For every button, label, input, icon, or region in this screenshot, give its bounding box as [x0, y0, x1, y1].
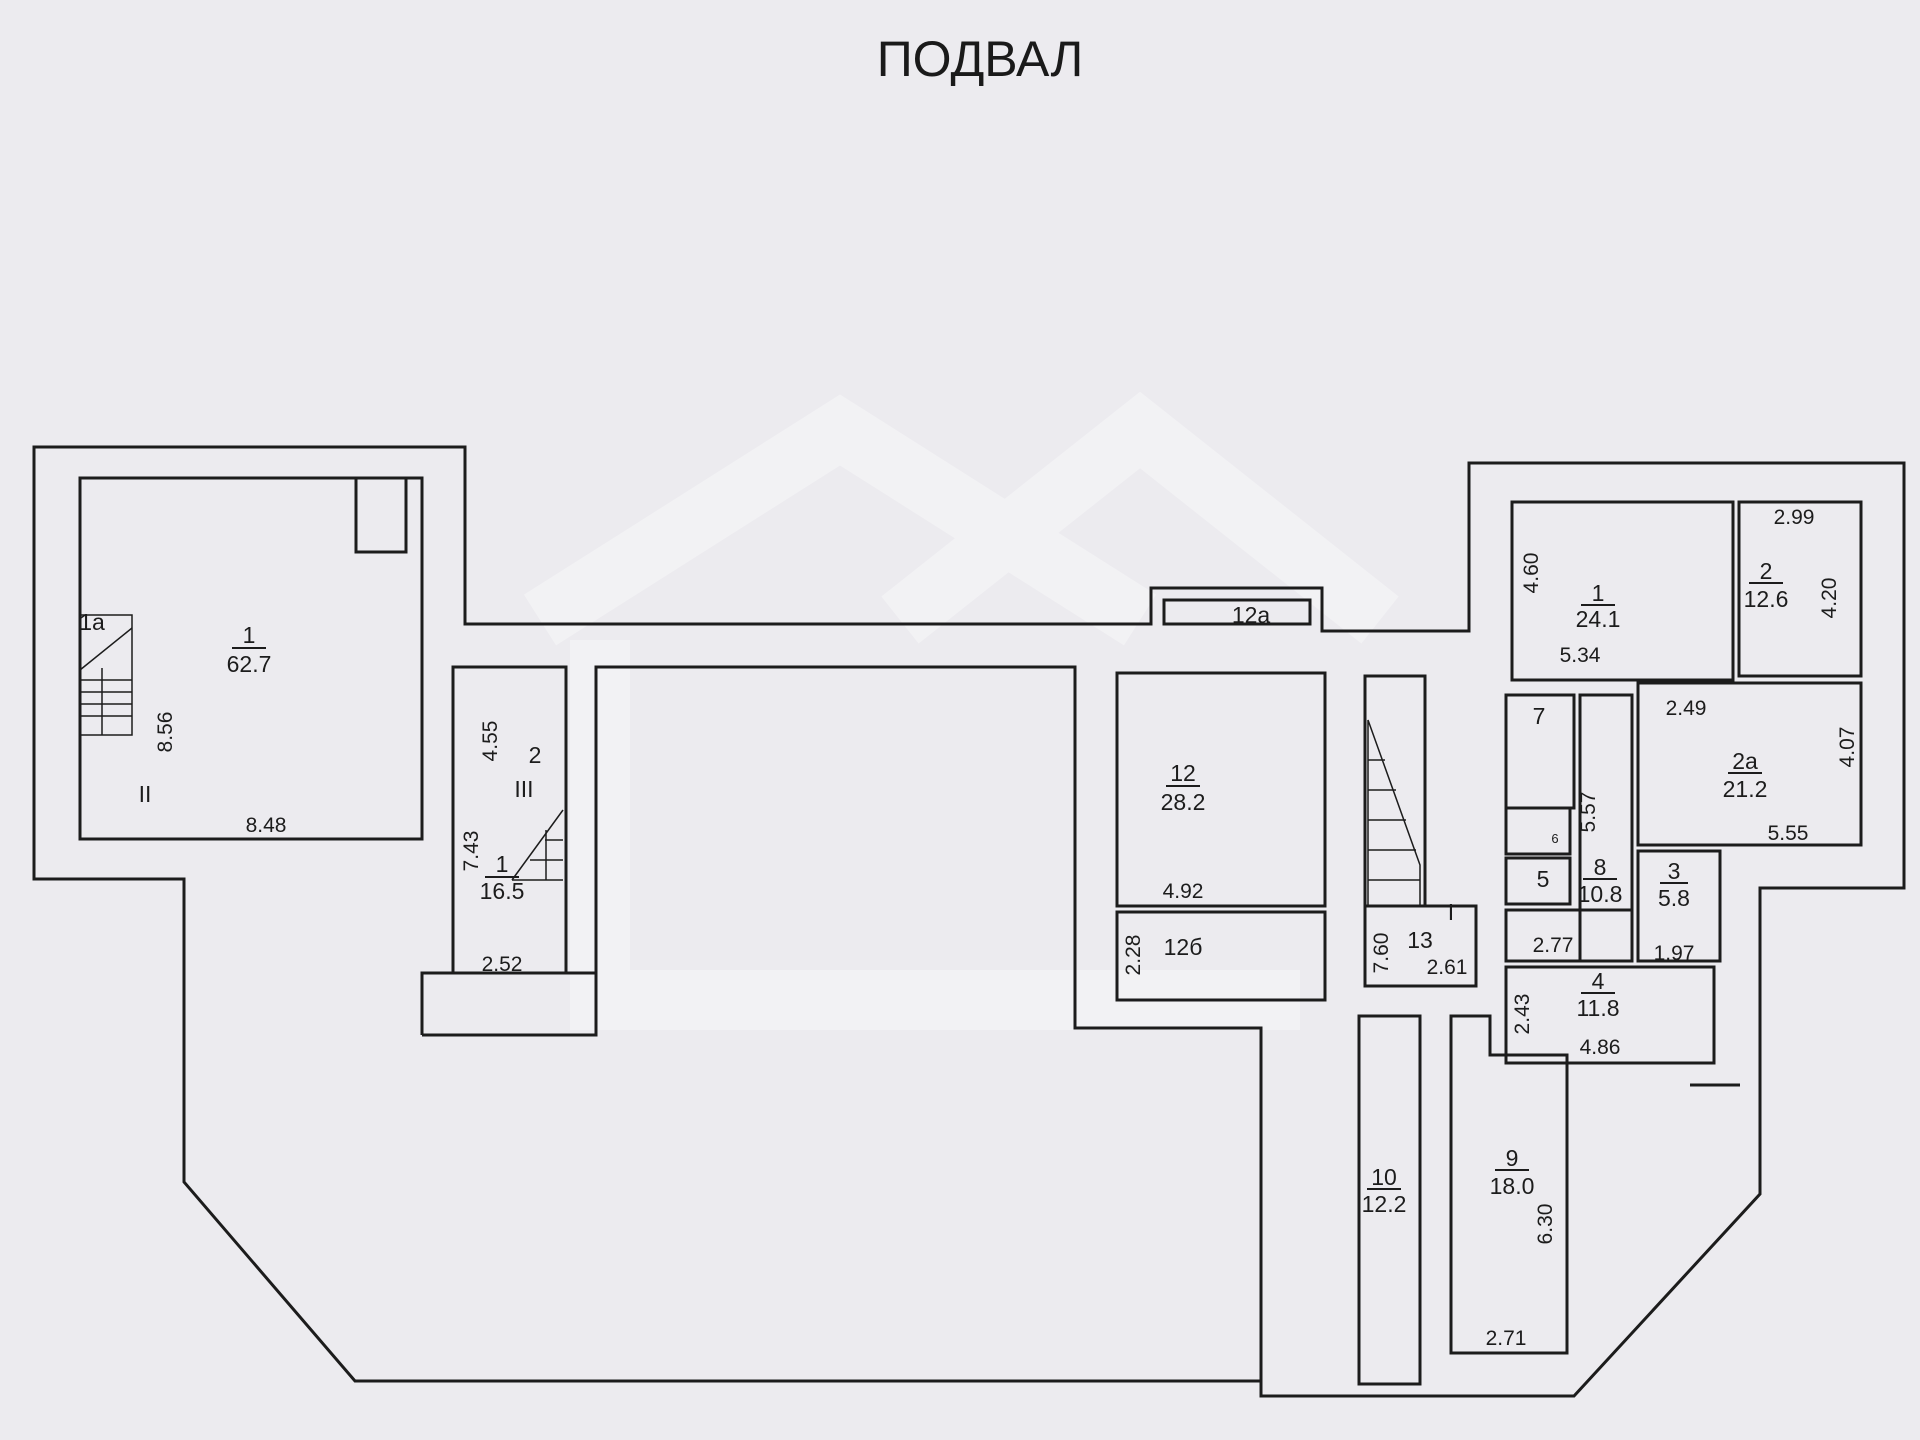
dimension: 2.77 [1533, 934, 1574, 957]
room-12b-label: 12б [1164, 934, 1203, 960]
room-7-label: 7 [1533, 703, 1546, 729]
room-1-right-area: 24.1 [1576, 606, 1621, 632]
room-2a-number: 2а [1732, 748, 1758, 774]
room-5-label: 5 [1537, 866, 1550, 892]
room-1-area: 62.7 [227, 651, 272, 677]
dimension: 5.34 [1560, 644, 1601, 667]
dimension: 8.48 [246, 814, 287, 837]
stair-mark-I: I [1448, 899, 1454, 925]
room-8-area: 10.8 [1578, 881, 1623, 907]
dimension: 4.60 [1520, 553, 1543, 594]
room-2a-area: 21.2 [1723, 776, 1768, 802]
room-12-area: 28.2 [1161, 789, 1206, 815]
plan-title: ПОДВАЛ [877, 31, 1084, 87]
room-2-stair-label: 2 [529, 742, 542, 768]
room-1-right-number: 1 [1592, 580, 1605, 606]
room-1-stair-area: 16.5 [480, 878, 525, 904]
dimension: 2.99 [1774, 506, 1815, 529]
dimension: 2.71 [1486, 1327, 1527, 1350]
stair-mark-III: III [514, 776, 533, 802]
dimension: 4.55 [479, 721, 502, 762]
dimension: 7.60 [1370, 933, 1393, 974]
room-3-number: 3 [1668, 858, 1681, 884]
room-13-label: 13 [1407, 927, 1433, 953]
room-3-area: 5.8 [1658, 885, 1690, 911]
dimension: 4.86 [1580, 1036, 1621, 1059]
room-2-right-area: 12.6 [1744, 586, 1789, 612]
dimension: 8.56 [154, 712, 177, 753]
room-12a-label: 12а [1232, 602, 1271, 628]
dimension: 1.97 [1654, 942, 1695, 965]
dimension: 4.20 [1818, 578, 1841, 619]
staircase-2 [511, 809, 564, 881]
room-10-number: 10 [1371, 1164, 1397, 1190]
room-1a-label: 1а [79, 609, 105, 635]
dimension: 2.43 [1511, 994, 1534, 1035]
staircase-13 [1367, 719, 1421, 907]
watermark-house-logo [523, 391, 1399, 1030]
staircase-1a [79, 614, 133, 736]
room-2-right-number: 2 [1760, 558, 1773, 584]
dimension: 5.55 [1768, 822, 1809, 845]
dimension: 2.28 [1122, 935, 1145, 976]
room-10-area: 12.2 [1362, 1191, 1407, 1217]
dimension: 6.30 [1534, 1204, 1557, 1245]
room-9-number: 9 [1506, 1145, 1519, 1171]
room-9-area: 18.0 [1490, 1173, 1535, 1199]
dimension: 2.61 [1427, 956, 1468, 979]
room-1-number: 1 [243, 622, 256, 648]
room-1-stair-number: 1 [496, 851, 509, 877]
dimension: 4.07 [1836, 727, 1859, 768]
room-6-label: 6 [1551, 831, 1558, 846]
dimension: 2.52 [482, 953, 523, 976]
stair-mark-II: II [139, 781, 152, 807]
dimension: 5.57 [1577, 792, 1600, 833]
outer-wall [32, 445, 1906, 1398]
fraction-bars [232, 582, 1783, 1190]
room-4-area: 11.8 [1576, 995, 1619, 1021]
room-8-number: 8 [1594, 854, 1607, 880]
dimension: 7.43 [460, 831, 483, 872]
dimension: 4.92 [1163, 880, 1204, 903]
room-4-number: 4 [1592, 968, 1605, 994]
room-12-number: 12 [1170, 760, 1196, 786]
dimension: 2.49 [1666, 697, 1707, 720]
